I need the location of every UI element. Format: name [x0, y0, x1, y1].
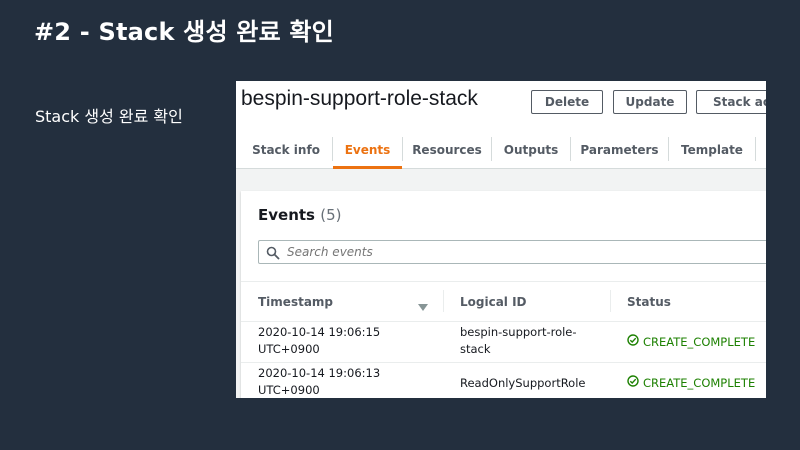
tab-divider — [570, 137, 571, 161]
column-header-status[interactable]: Status — [627, 295, 671, 309]
logical-id-line: stack — [460, 342, 491, 356]
events-table-header: Timestamp Logical ID Status — [241, 281, 766, 322]
events-panel: Events (5) Timestamp Logical ID Status — [241, 191, 766, 398]
status-text: CREATE_COMPLETE — [643, 376, 756, 390]
check-circle-icon — [627, 375, 639, 392]
stack-header: bespin-support-role-stack Delete Update … — [236, 81, 766, 169]
logical-id-cell: bespin-support-role- stack — [460, 324, 610, 358]
timestamp-date: 2020-10-14 19:06:15 — [258, 325, 381, 339]
slide-body-text: Stack 생성 완료 확인 — [35, 107, 183, 126]
logical-id-line: bespin-support-role- — [460, 325, 577, 339]
logical-id-cell: ReadOnlySupportRole — [460, 375, 610, 392]
table-row[interactable]: 2020-10-14 19:06:15 UTC+0900 bespin-supp… — [241, 322, 766, 363]
cloudformation-screenshot: bespin-support-role-stack Delete Update … — [236, 81, 766, 398]
timestamp-zone: UTC+0900 — [258, 342, 320, 356]
search-events-input[interactable] — [287, 241, 766, 263]
delete-button[interactable]: Delete — [531, 90, 603, 114]
tab-divider — [491, 137, 492, 161]
status-cell: CREATE_COMPLETE — [627, 375, 755, 392]
stack-tabs: Stack info Events Resources Outputs Para… — [236, 131, 766, 169]
update-button[interactable]: Update — [613, 90, 687, 114]
status-text: CREATE_COMPLETE — [643, 335, 756, 349]
timestamp-date: 2020-10-14 19:06:13 — [258, 366, 381, 380]
tab-events[interactable]: Events — [333, 131, 402, 169]
check-circle-icon — [627, 334, 639, 351]
tab-parameters[interactable]: Parameters — [580, 142, 659, 157]
timestamp-cell: 2020-10-14 19:06:15 UTC+0900 — [258, 324, 428, 358]
tab-divider — [668, 137, 669, 161]
stack-name: bespin-support-role-stack — [241, 87, 478, 110]
tab-divider — [402, 137, 403, 161]
tab-template[interactable]: Template — [681, 142, 743, 157]
timestamp-cell: 2020-10-14 19:06:13 UTC+0900 — [258, 365, 428, 398]
status-cell: CREATE_COMPLETE — [627, 334, 755, 351]
timestamp-zone: UTC+0900 — [258, 383, 320, 397]
column-divider — [443, 290, 444, 312]
tab-stack-info[interactable]: Stack info — [252, 142, 320, 157]
tab-divider — [755, 137, 756, 161]
table-row[interactable]: 2020-10-14 19:06:13 UTC+0900 ReadOnlySup… — [241, 363, 766, 398]
tab-outputs[interactable]: Outputs — [503, 142, 559, 157]
column-divider — [610, 290, 611, 312]
events-count: (5) — [320, 206, 342, 224]
tab-resources[interactable]: Resources — [412, 142, 482, 157]
events-title: Events — [258, 206, 315, 224]
search-icon — [266, 245, 280, 264]
stack-actions-button[interactable]: Stack acti — [696, 90, 766, 114]
column-header-timestamp[interactable]: Timestamp — [258, 295, 334, 309]
sort-down-icon[interactable] — [418, 297, 428, 316]
logical-id-line: ReadOnlySupportRole — [460, 376, 586, 390]
slide-title: #2 - Stack 생성 완료 확인 — [34, 18, 334, 46]
search-box[interactable] — [258, 240, 766, 264]
column-header-logical-id[interactable]: Logical ID — [460, 295, 527, 309]
tab-divider — [332, 137, 333, 161]
events-heading: Events (5) — [258, 206, 341, 224]
